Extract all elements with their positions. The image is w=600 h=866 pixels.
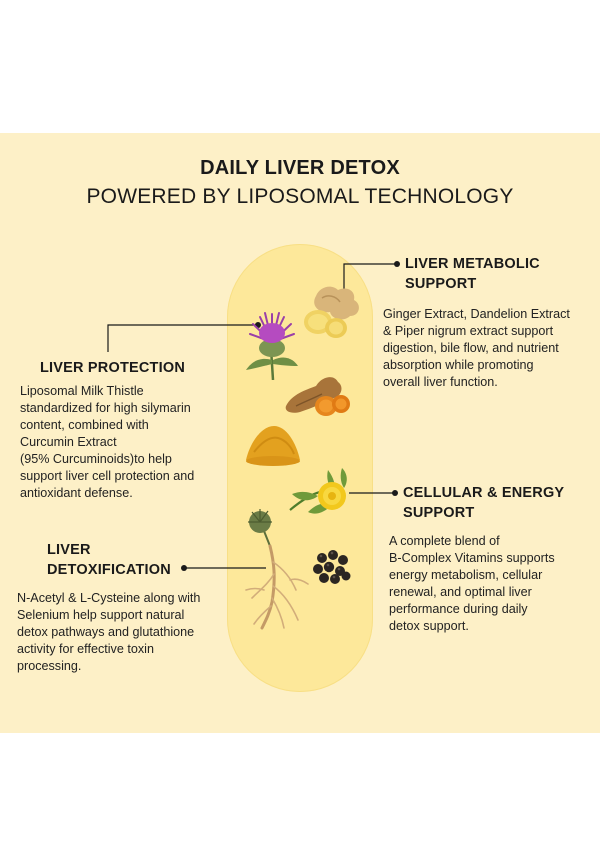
detox-heading-line2: DETOXIFICATION — [47, 562, 171, 578]
metabolic-desc-line: digestion, bile flow, and nutrient — [383, 341, 559, 355]
connector-protection — [107, 324, 258, 352]
metabolic-heading-line1: LIVER METABOLIC — [405, 256, 540, 272]
detox-desc-line: activity for effective toxin — [17, 642, 154, 656]
metabolic-desc-line: overall liver function. — [383, 375, 498, 389]
metabolic-desc-line: absorption while promoting — [383, 358, 534, 372]
metabolic-heading-line2: SUPPORT — [405, 276, 477, 292]
metabolic-desc-line: Ginger Extract, Dandelion Extract — [383, 307, 570, 321]
metabolic-heading: LIVER METABOLIC SUPPORT — [405, 254, 540, 294]
cellular-heading-line2: SUPPORT — [403, 505, 475, 521]
milk-thistle-icon — [246, 312, 298, 380]
protection-desc-line: support liver cell protection and — [20, 469, 195, 483]
page-title: DAILY LIVER DETOX — [200, 157, 400, 179]
cellular-heading-line1: CELLULAR & ENERGY — [403, 485, 565, 501]
detox-desc-line: detox pathways and glutathione — [17, 625, 195, 639]
capsule-shape — [227, 244, 373, 692]
dandelion-icon — [289, 468, 347, 514]
burdock-root-icon — [245, 509, 309, 630]
protection-desc-line: content, combined with — [20, 418, 149, 432]
turmeric-powder-icon — [246, 426, 300, 466]
protection-desc-line: (95% Curcuminoids)to help — [20, 452, 172, 466]
page-subtitle: POWERED BY LIPOSOMAL TECHNOLOGY — [86, 185, 514, 208]
cellular-description: A complete blend of B-Complex Vitamins s… — [389, 533, 555, 635]
connector-dot-metabolic — [394, 261, 400, 267]
connector-metabolic — [343, 263, 397, 297]
cellular-desc-line: performance during daily — [389, 602, 528, 616]
protection-heading: LIVER PROTECTION — [40, 360, 185, 376]
connector-dot-detox — [181, 565, 187, 571]
detox-description: N-Acetyl & L-Cysteine along with Seleniu… — [17, 590, 200, 675]
metabolic-description: Ginger Extract, Dandelion Extract & Pipe… — [383, 306, 570, 391]
cellular-desc-line: B-Complex Vitamins supports — [389, 551, 555, 565]
cellular-desc-line: detox support. — [389, 619, 469, 633]
turmeric-root-icon — [285, 377, 350, 416]
ginger-icon — [304, 286, 359, 338]
cellular-heading: CELLULAR & ENERGY SUPPORT — [403, 483, 564, 523]
metabolic-desc-line: & Piper nigrum extract support — [383, 324, 554, 338]
black-pepper-icon — [313, 550, 351, 584]
cellular-desc-line: A complete blend of — [389, 534, 500, 548]
detox-desc-line: Selenium help support natural — [17, 608, 185, 622]
protection-desc-line: Curcumin Extract — [20, 435, 117, 449]
cellular-desc-line: energy metabolism, cellular — [389, 568, 543, 582]
protection-desc-line: antioxidant defense. — [20, 486, 133, 500]
connector-dot-cellular — [392, 490, 398, 496]
detox-desc-line: processing. — [17, 659, 82, 673]
detox-desc-line: N-Acetyl & L-Cysteine along with — [17, 591, 201, 605]
protection-desc-line: Liposomal Milk Thistle — [20, 384, 144, 398]
detox-heading: LIVER DETOXIFICATION — [47, 540, 171, 580]
protection-desc-line: standardized for high silymarin — [20, 401, 191, 415]
detox-heading-line1: LIVER — [47, 542, 91, 558]
protection-description: Liposomal Milk Thistle standardized for … — [20, 383, 194, 502]
cellular-desc-line: renewal, and optimal liver — [389, 585, 532, 599]
